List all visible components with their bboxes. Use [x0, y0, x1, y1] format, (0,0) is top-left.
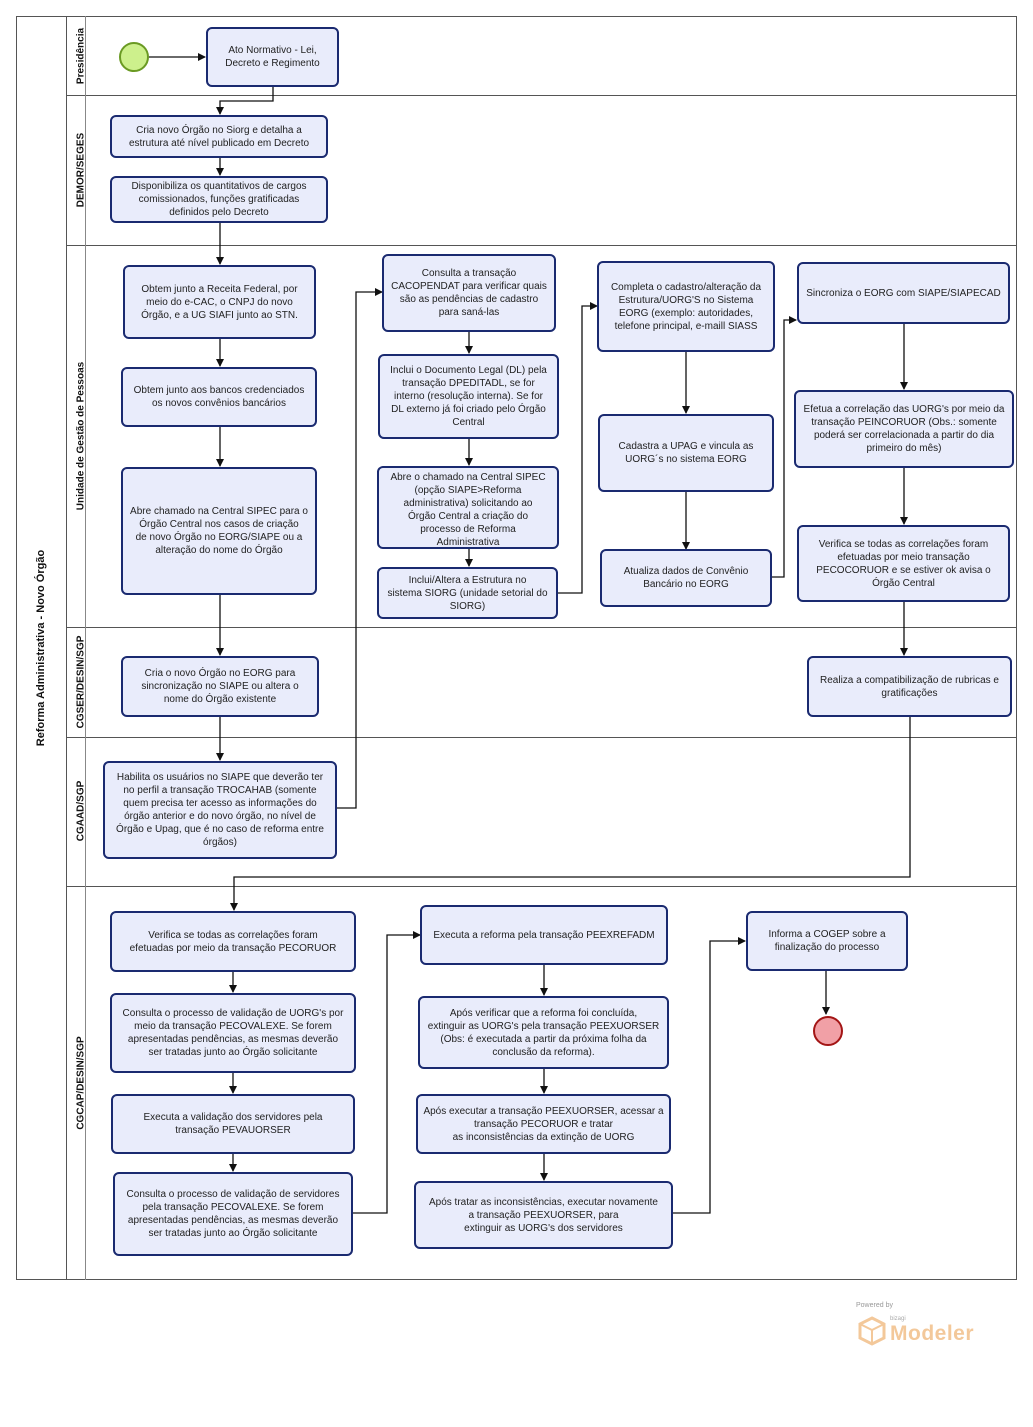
lane-header-divider — [85, 16, 86, 1280]
brand-text: bizagi — [890, 1316, 906, 1322]
task-label: Cadastra a UPAG e vincula as UORG´s no s… — [618, 441, 754, 465]
flow — [353, 931, 421, 1214]
lane-divider — [67, 95, 1017, 96]
task-label: Após executar a transação PEEXUORSER, ac… — [423, 1105, 664, 1143]
task-executar-novamente[interactable]: Após tratar as inconsistências, executar… — [414, 1181, 673, 1249]
task-completa-cadastro-eorg[interactable]: Completa o cadastro/alteração da Estrutu… — [597, 261, 775, 352]
task-label: Completa o cadastro/alteração da Estrutu… — [610, 281, 762, 332]
task-label: Realiza a compatibilização de rubricas e… — [820, 674, 999, 699]
task-label: Informa a COGEP sobre a finalização do p… — [768, 929, 886, 953]
task-label: Atualiza dados de Convênio Bancário no E… — [623, 566, 749, 590]
task-label: Consulta o processo de validação de UORG… — [122, 1008, 344, 1058]
bizagi-logo: Powered by bizagi Modeler — [856, 1302, 986, 1352]
task-label: Efetua a correlação das UORG's por meio … — [803, 404, 1005, 454]
task-cria-orgao-siorg[interactable]: Cria novo Órgão no Siorg e detalha a est… — [110, 115, 328, 158]
task-cadastra-upag[interactable]: Cadastra a UPAG e vincula as UORG´s no s… — [598, 414, 774, 492]
task-informa-cogep[interactable]: Informa a COGEP sobre a finalização do p… — [746, 911, 908, 971]
flow — [673, 937, 746, 1214]
task-efetua-correlacao[interactable]: Efetua a correlação das UORG's por meio … — [794, 390, 1014, 468]
task-label: Executa a validação dos servidores pela … — [143, 1112, 323, 1136]
task-atualiza-convenio[interactable]: Atualiza dados de Convênio Bancário no E… — [600, 549, 772, 607]
task-consulta-validacao-uorg[interactable]: Consulta o processo de validação de UORG… — [110, 993, 356, 1073]
task-label: Obtem junto aos bancos credenciados os n… — [133, 385, 305, 409]
task-label: Ato Normativo - Lei, Decreto e Regimento — [225, 45, 320, 69]
task-habilita-usuarios[interactable]: Habilita os usuários no SIAPE que deverã… — [103, 761, 337, 859]
task-consulta-cacopendat[interactable]: Consulta a transação CACOPENDAT para ver… — [382, 254, 556, 332]
task-abre-chamado-sipec[interactable]: Abre chamado na Central SIPEC para o Órg… — [121, 467, 317, 595]
flow — [772, 316, 797, 578]
task-label: Verifica se todas as correlações foram e… — [816, 538, 991, 589]
task-inclui-documento-legal[interactable]: Inclui o Documento Legal (DL) pela trans… — [378, 354, 559, 439]
task-disponibiliza-quantitativos[interactable]: Disponibiliza os quantitativos de cargos… — [110, 176, 328, 223]
task-validacao-servidores[interactable]: Executa a validação dos servidores pela … — [111, 1094, 355, 1154]
task-extinguir-uorgs[interactable]: Após verificar que a reforma foi concluí… — [418, 996, 669, 1069]
task-label: Abre o chamado na Central SIPEC (opção S… — [390, 472, 546, 548]
end-event[interactable] — [813, 1016, 843, 1046]
task-tratar-inconsistencias[interactable]: Após executar a transação PEEXUORSER, ac… — [416, 1094, 671, 1154]
task-inclui-estrutura-siorg[interactable]: Inclui/Altera a Estrutura no sistema SIO… — [377, 567, 558, 619]
task-verifica-pecocoruor[interactable]: Verifica se todas as correlações foram e… — [797, 525, 1010, 602]
task-verifica-pecoruor[interactable]: Verifica se todas as correlações foram e… — [110, 911, 356, 972]
task-label: Verifica se todas as correlações foram e… — [129, 929, 337, 954]
task-label: Abre chamado na Central SIPEC para o Órg… — [130, 506, 308, 556]
powered-by-text: Powered by — [856, 1302, 893, 1309]
task-label: Cria novo Órgão no Siorg e detalha a est… — [128, 124, 310, 149]
pool — [16, 16, 1017, 1280]
task-label: Obtem junto a Receita Federal, por meio … — [141, 283, 298, 321]
flow — [558, 302, 598, 594]
task-label: Cria o novo Órgão no EORG para sincroniz… — [141, 668, 299, 705]
bizagi-cube-icon — [858, 1316, 886, 1346]
flow — [230, 717, 911, 911]
flow — [216, 87, 274, 115]
task-label: Consulta o processo de validação de serv… — [126, 1189, 340, 1239]
task-ato-normativo[interactable]: Ato Normativo - Lei, Decreto e Regimento — [206, 27, 339, 87]
lane-divider — [67, 886, 1017, 887]
lane-divider — [67, 245, 1017, 246]
task-executa-reforma[interactable]: Executa a reforma pela transação PEEXREF… — [420, 905, 668, 965]
flow — [337, 288, 383, 809]
task-label: Após tratar as inconsistências, executar… — [428, 1196, 658, 1234]
product-text: Modeler — [890, 1322, 975, 1345]
pool-label-band: Reforma Administrativa - Novo Órgão — [16, 16, 67, 1280]
task-label: Consulta a transação CACOPENDAT para ver… — [391, 268, 547, 318]
task-abre-chamado-reforma[interactable]: Abre o chamado na Central SIPEC (opção S… — [377, 466, 559, 549]
lane-divider — [67, 627, 1017, 628]
task-label: Inclui/Altera a Estrutura no sistema SIO… — [387, 574, 548, 612]
task-cria-orgao-eorg[interactable]: Cria o novo Órgão no EORG para sincroniz… — [121, 656, 319, 717]
task-label: Inclui o Documento Legal (DL) pela trans… — [390, 365, 547, 428]
task-label: Disponibiliza os quantitativos de cargos… — [131, 181, 307, 218]
task-consulta-validacao-servidores[interactable]: Consulta o processo de validação de serv… — [113, 1172, 353, 1256]
task-label: Sincroniza o EORG com SIAPE/SIAPECAD — [806, 287, 1001, 299]
task-compatibilizacao-rubricas[interactable]: Realiza a compatibilização de rubricas e… — [807, 656, 1012, 717]
task-label: Habilita os usuários no SIAPE que deverã… — [116, 772, 324, 848]
lane-divider — [67, 737, 1017, 738]
task-sincroniza-eorg[interactable]: Sincroniza o EORG com SIAPE/SIAPECAD — [797, 262, 1010, 324]
task-obtem-cnpj[interactable]: Obtem junto a Receita Federal, por meio … — [123, 265, 316, 339]
task-obtem-convenios[interactable]: Obtem junto aos bancos credenciados os n… — [121, 367, 317, 427]
task-label: Executa a reforma pela transação PEEXREF… — [433, 929, 655, 941]
start-event[interactable] — [119, 42, 149, 72]
task-label: Após verificar que a reforma foi concluí… — [427, 1007, 660, 1058]
